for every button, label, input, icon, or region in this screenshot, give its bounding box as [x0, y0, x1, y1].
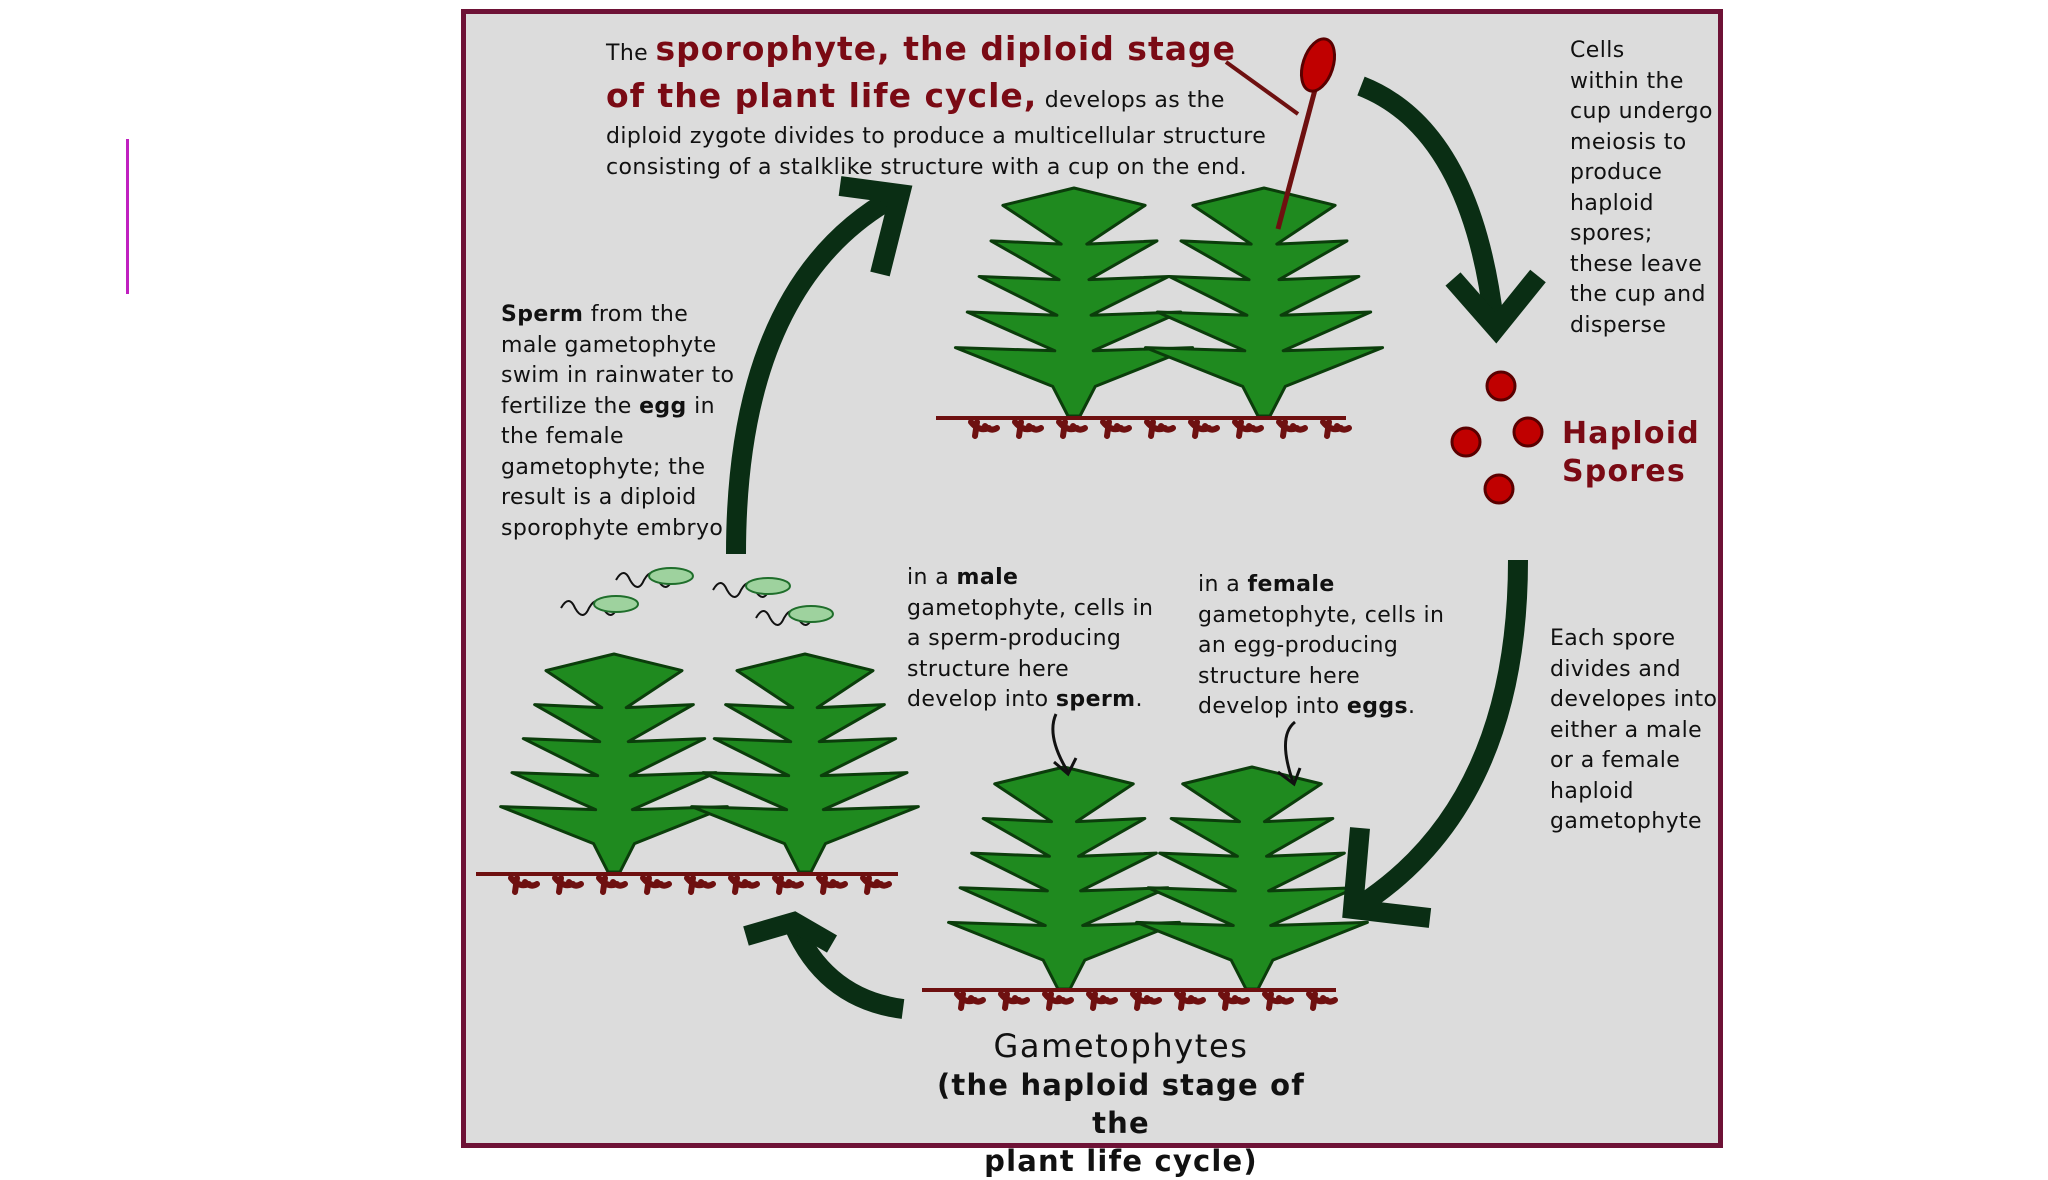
moss-plant: [953, 186, 1195, 418]
accent-bar: [126, 139, 129, 294]
rhizoid: [1144, 419, 1176, 439]
sperm-description: Sperm from the male gametophyte swim in …: [501, 302, 735, 541]
label-pointer: [1224, 60, 1300, 116]
female-pointer-head: [1277, 767, 1302, 787]
rhizoid: [640, 875, 672, 895]
rhizoid: [1306, 991, 1338, 1011]
sporophyte-stalk: [1275, 85, 1319, 230]
moss-plant: [947, 765, 1181, 991]
rhizoid: [596, 875, 628, 895]
arrow-to-sporophyte: [726, 187, 901, 555]
spore-capsule: [1299, 37, 1337, 93]
haploid-spore: [1512, 416, 1544, 448]
rhizoid: [1012, 419, 1044, 439]
female-pointer-arrow: [1283, 720, 1297, 783]
sperm-tail: [560, 600, 618, 616]
sperm-cell: [745, 577, 791, 595]
rhizoid: [1130, 991, 1162, 1011]
rhizoid: [1086, 991, 1118, 1011]
male-pointer-arrow: [1051, 713, 1070, 773]
rhizoid: [1232, 419, 1264, 439]
sperm-cell: [648, 567, 694, 585]
gametophytes-caption: Gametophytes (the haploid stage of the p…: [936, 1027, 1306, 1178]
sperm-tail: [755, 610, 813, 626]
rhizoid: [1174, 991, 1206, 1011]
moss-plant: [1135, 765, 1369, 991]
rhizoid: [968, 419, 1000, 439]
male-gametophyte-description: in a male gametophyte, cells in a sperm-…: [907, 565, 1154, 712]
haploid-spores-label: Haploid Spores: [1562, 416, 1700, 489]
haploid-spore: [1483, 473, 1515, 505]
rhizoid: [860, 875, 892, 895]
haploid-spore: [1485, 370, 1517, 402]
moss-plant: [499, 652, 729, 874]
male-pointer-head: [1053, 757, 1078, 777]
rhizoid: [998, 991, 1030, 1011]
arrow-to-fertilization: [784, 921, 905, 1019]
female-gametophyte-description: in a female gametophyte, cells in an egg…: [1198, 572, 1445, 719]
moss-plant: [690, 652, 920, 874]
rhizoid: [1218, 991, 1250, 1011]
sperm-tail: [712, 582, 770, 598]
arrow-capsule-to-spores: [1357, 76, 1504, 324]
rhizoid: [954, 991, 986, 1011]
rhizoid: [1042, 991, 1074, 1011]
life-cycle-diagram: The sporophyte, the diploid stage of the…: [461, 9, 1723, 1178]
rhizoid: [1188, 419, 1220, 439]
rhizoid: [816, 875, 848, 895]
rhizoid: [508, 875, 540, 895]
arrow-to-sporophyte-head: [838, 176, 913, 277]
rhizoid: [728, 875, 760, 895]
rhizoid: [1276, 419, 1308, 439]
rhizoid: [1262, 991, 1294, 1011]
rhizoid: [684, 875, 716, 895]
arrow-spores-to-gametophytes: [1353, 559, 1528, 915]
sperm-cell: [788, 605, 834, 623]
rhizoid: [1320, 419, 1352, 439]
sperm-cell: [593, 595, 639, 613]
diagram-art: [476, 37, 1546, 1019]
sperm-tail: [615, 572, 673, 588]
arrow-capsule-to-spores-head: [1445, 269, 1546, 344]
haploid-spore: [1450, 426, 1482, 458]
moss-plant: [1143, 186, 1385, 418]
rhizoid: [772, 875, 804, 895]
rhizoid: [1100, 419, 1132, 439]
sporophyte-heading: The sporophyte, the diploid stage of the…: [606, 29, 1267, 180]
arrow-spores-to-gametophytes-head: [1342, 827, 1432, 928]
arrow-to-fertilization-head: [743, 911, 838, 953]
rhizoid: [1056, 419, 1088, 439]
rhizoid: [552, 875, 584, 895]
